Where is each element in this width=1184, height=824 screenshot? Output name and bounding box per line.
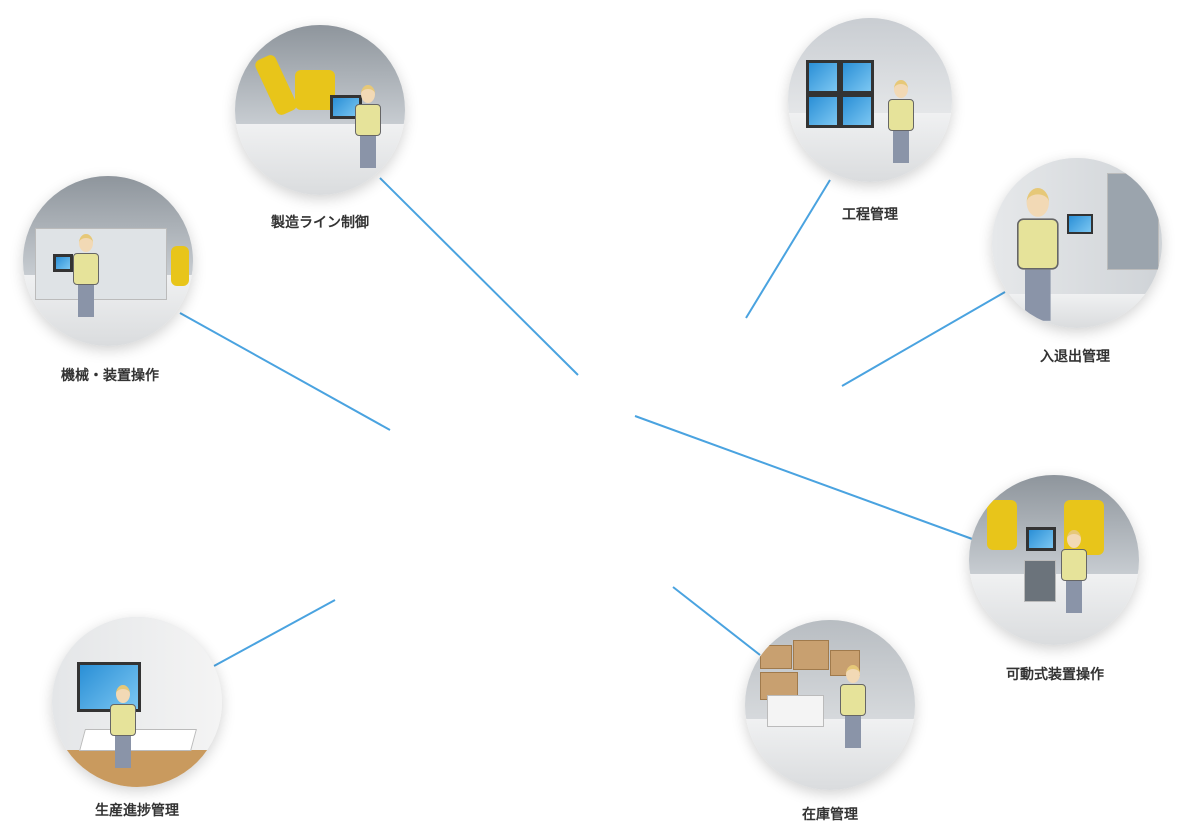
- machine-terminal-illustration: [23, 176, 193, 346]
- mobile-cart-illustration: [969, 475, 1139, 645]
- label-process: 工程管理: [842, 207, 898, 223]
- wall-tablet-illustration: [992, 158, 1162, 328]
- label-access: 入退出管理: [1040, 349, 1110, 365]
- connector-access: [841, 291, 1006, 387]
- connector-line-control: [379, 177, 579, 376]
- label-line-control: 製造ライン制御: [271, 215, 369, 231]
- robot-arm-line-illustration: [235, 25, 405, 195]
- label-mobile: 可動式装置操作: [1006, 667, 1104, 683]
- label-machine: 機械・装置操作: [61, 368, 159, 384]
- video-wall-illustration: [788, 18, 952, 182]
- label-progress: 生産進捗管理: [95, 803, 179, 819]
- connector-process: [745, 179, 831, 319]
- connector-progress: [213, 599, 336, 667]
- warehouse-illustration: [745, 620, 915, 790]
- label-inventory: 在庫管理: [802, 807, 858, 823]
- connector-mobile: [634, 415, 976, 541]
- connector-machine: [179, 312, 391, 431]
- large-display-illustration: [52, 617, 222, 787]
